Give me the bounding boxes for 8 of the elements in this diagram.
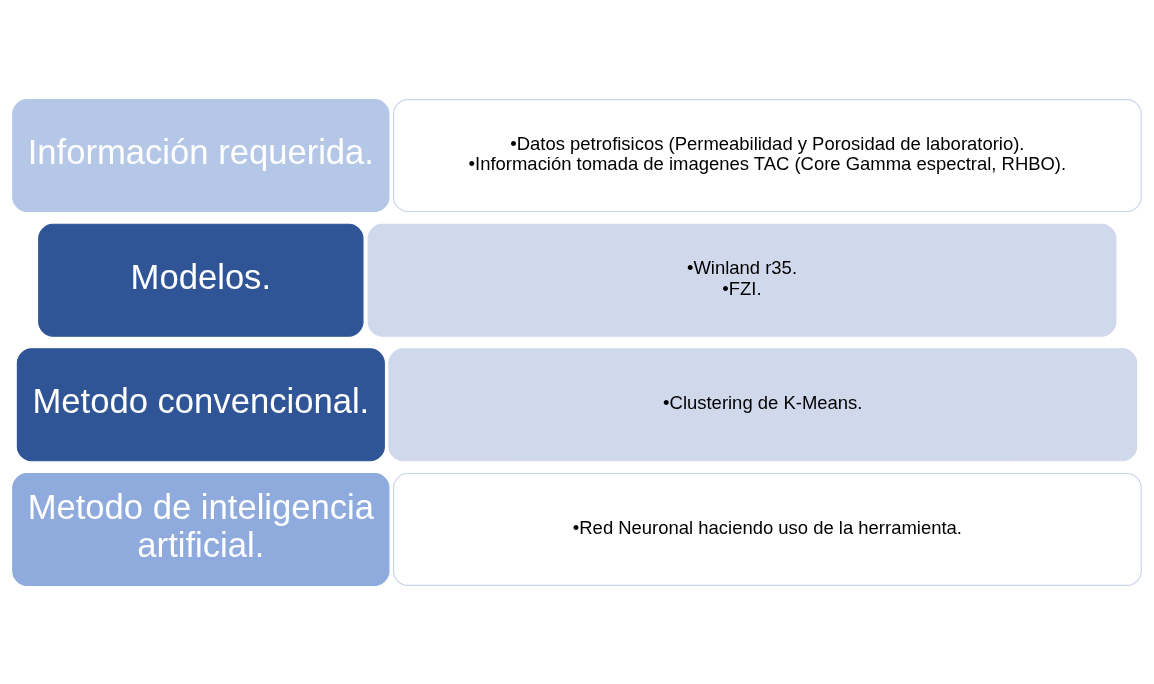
node-box: •Winland r35. •FZI.	[367, 223, 1117, 337]
node-box: •Red Neuronal haciendo uso de la herramienta.	[392, 472, 1142, 586]
node-box: •Clustering de K-Means.	[388, 347, 1138, 461]
node-box: Información requerida.	[12, 98, 390, 212]
node-box: •Datos petrofisicos (Permeabilidad y Porosidad de laboratorio). •Información tomada de imagenes TAC (Core Gamma espectral, RHBO).	[392, 98, 1142, 212]
node-box: Modelos.	[38, 223, 364, 337]
node-box: Metodo convencional.	[16, 347, 385, 461]
node-box: Metodo de inteligencia artificial.	[12, 472, 390, 586]
